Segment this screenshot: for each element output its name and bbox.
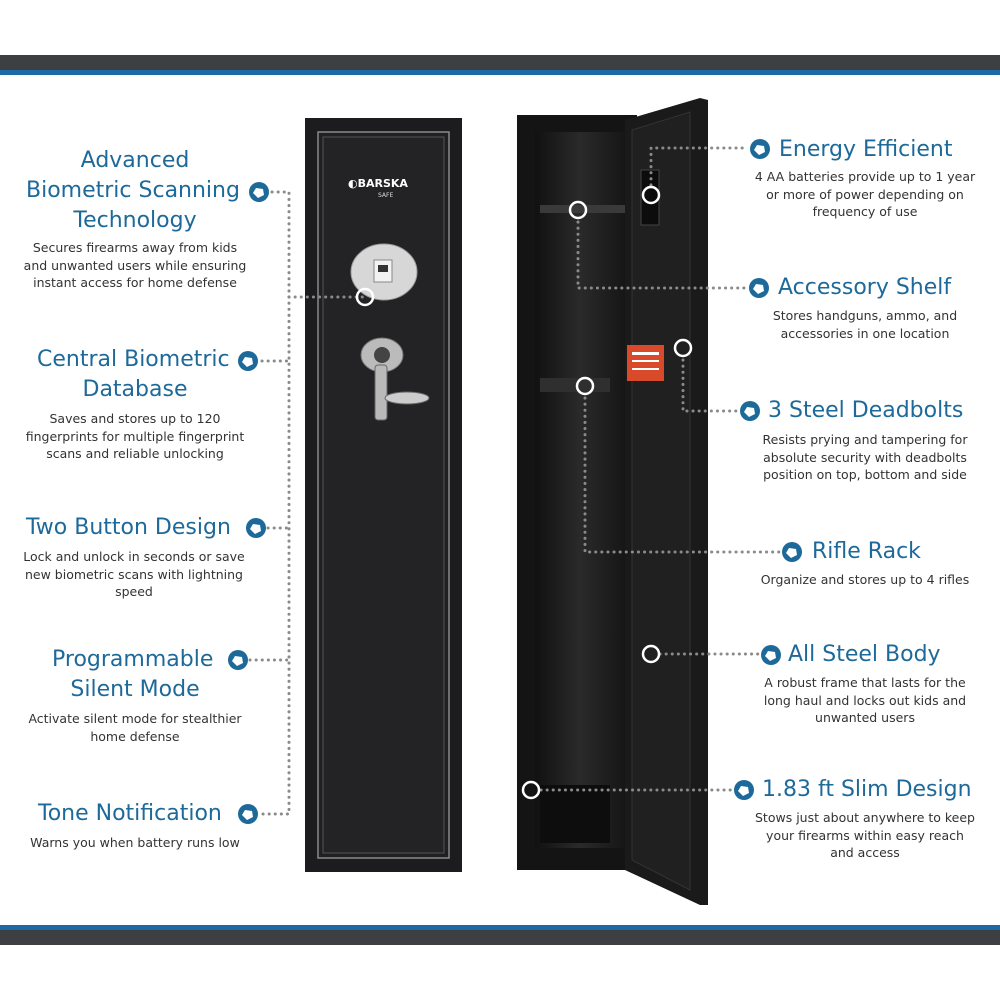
feature-title: 1.83 ft Slim Design — [762, 777, 972, 802]
feature-title: Accessory Shelf — [778, 275, 952, 300]
closed-safe — [305, 118, 462, 872]
feature-title: Database — [82, 377, 188, 402]
connector-lines — [248, 146, 782, 816]
feature-title: Technology — [73, 208, 197, 233]
feature-desc: Warns you when battery runs low — [30, 835, 240, 850]
open-safe — [517, 98, 708, 905]
top-bar-blue — [0, 70, 1000, 75]
aperture-icons — [228, 139, 802, 824]
feature-title: Two Button Design — [26, 515, 231, 540]
feature-title: 3 Steel Deadbolts — [768, 398, 964, 423]
feature-title: Tone Notification — [38, 801, 222, 826]
feature-title: Central Biometric — [37, 347, 230, 372]
bottom-bar-dark — [0, 930, 1000, 945]
top-bar-dark — [0, 55, 1000, 70]
feature-title: All Steel Body — [788, 642, 941, 667]
brand-logo: ◐BARSKA — [348, 177, 408, 190]
feature-title: Biometric Scanning — [26, 178, 240, 203]
feature-title: Advanced — [80, 148, 190, 173]
feature-title: Rifle Rack — [812, 539, 921, 564]
brand-sub: SAFE — [378, 192, 393, 199]
feature-title: Programmable — [52, 647, 214, 672]
feature-desc: Organize and stores up to 4 rifles — [760, 572, 970, 587]
feature-title: Silent Mode — [70, 677, 200, 702]
feature-title: Energy Efficient — [779, 137, 953, 162]
callout-rings — [355, 185, 693, 800]
bottom-bar-blue — [0, 925, 1000, 930]
